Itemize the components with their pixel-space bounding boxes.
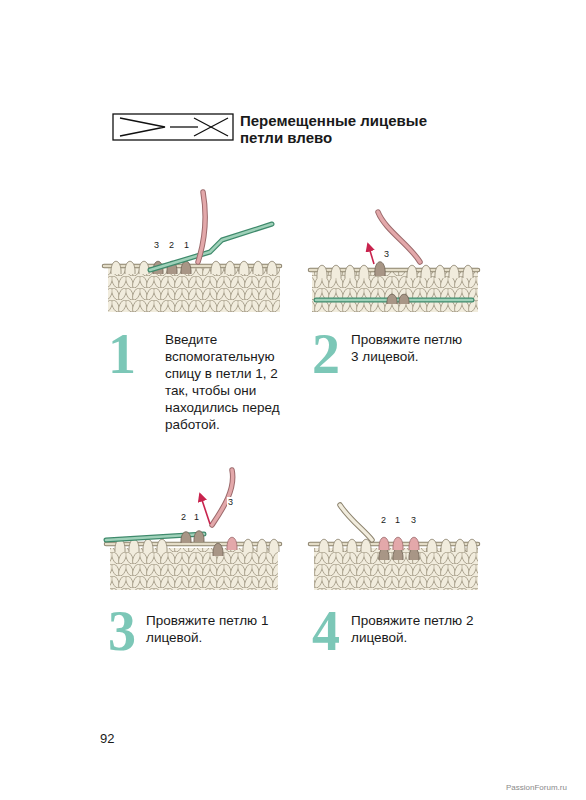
callout-number: 1 (183, 240, 190, 250)
callout-number: 3 (227, 497, 234, 507)
illustration-part (407, 265, 417, 278)
illustration-part (198, 192, 205, 262)
illustration-part (359, 265, 369, 278)
illustration-part (368, 244, 374, 264)
illustration-part (455, 539, 465, 552)
illustration-part (333, 539, 343, 552)
illustration-part (467, 539, 477, 552)
illustration-part (314, 548, 478, 590)
illustration-part (340, 505, 372, 540)
illustration-part (393, 537, 403, 550)
illustration-part (319, 539, 329, 552)
chart-symbol (113, 114, 233, 140)
illustration-part (378, 212, 420, 262)
illustration-part (253, 261, 263, 274)
step-text: Провяжите петлю 1 лицевой. (146, 612, 274, 646)
illustration-part (181, 531, 204, 543)
page-number: 92 (100, 731, 114, 746)
illustration-part (157, 539, 167, 552)
illustration-part (409, 537, 419, 550)
illustration-part (170, 126, 198, 127)
illustration-part (387, 294, 409, 304)
callout-number: 3 (383, 249, 390, 259)
illustration-part (379, 537, 389, 550)
illustration-part (211, 261, 221, 274)
illustration-part (257, 539, 267, 552)
illustration-part (213, 543, 223, 556)
illustration-part (375, 262, 385, 276)
illustration-part (427, 539, 437, 552)
illustration-part (435, 265, 445, 278)
illustration-part (269, 539, 279, 552)
illustration-part (198, 192, 205, 262)
illustration-part (200, 494, 210, 524)
illustration-part (239, 261, 249, 274)
illustration-part (139, 261, 149, 274)
illustration-part (113, 114, 233, 140)
callout-number: 1 (193, 512, 200, 522)
illustration-part (110, 548, 278, 590)
callout-number: 2 (380, 515, 387, 525)
callout-number: 1 (394, 515, 401, 525)
illustration-part (267, 261, 277, 274)
illustration-part (378, 212, 420, 262)
callout-number: 2 (180, 512, 187, 522)
step-number: 2 (312, 326, 340, 382)
illustration-part (150, 224, 272, 270)
illustration-part (120, 118, 165, 136)
illustration-part (111, 261, 121, 274)
illustration-part (463, 265, 473, 278)
illustration-part (317, 265, 327, 278)
illustration-part (194, 118, 228, 136)
illustration-part (317, 265, 473, 278)
illustration-part (340, 505, 372, 540)
callout-number: 3 (153, 240, 160, 250)
illustration-part (243, 539, 253, 552)
step-text: Провяжите петлю 2 лицевой. (351, 612, 476, 646)
illustration-part (345, 265, 355, 278)
illustration-part (108, 268, 280, 312)
step-number: 1 (108, 326, 136, 382)
step-text: Провяжите петлю 3 лицевой. (351, 331, 473, 365)
illustration-part (143, 539, 153, 552)
callout-number: 3 (410, 515, 417, 525)
knitting-illustration (310, 212, 478, 312)
illustration-part (331, 265, 341, 278)
illustration-part (347, 539, 357, 552)
illustration-part (387, 294, 397, 304)
illustration-part (129, 539, 139, 552)
illustration-part (194, 118, 228, 136)
step-number: 4 (312, 603, 340, 659)
illustration-part (150, 224, 272, 270)
illustration-part (379, 537, 419, 550)
knitting-illustration (104, 192, 280, 312)
page-title: Перемещенные лицевые петли влево (240, 112, 455, 146)
illustration-part (225, 261, 235, 274)
step-number: 3 (108, 603, 136, 659)
illustration-part (449, 265, 459, 278)
step-text: Введите вспомогательную спицу в петли 1,… (165, 331, 290, 433)
illustration-part (194, 531, 204, 542)
illustration-part (441, 539, 451, 552)
illustration-part (111, 261, 277, 274)
illustration-part (181, 261, 191, 274)
illustration-part (181, 532, 191, 543)
illustration-part (399, 294, 409, 304)
illustration-part (227, 537, 237, 550)
knitting-illustration (106, 470, 280, 590)
illustration-part (125, 261, 135, 274)
knitting-illustration (310, 505, 478, 590)
callout-number: 2 (168, 240, 175, 250)
watermark: PassionForum.ru (506, 783, 567, 793)
illustration-part (421, 265, 431, 278)
